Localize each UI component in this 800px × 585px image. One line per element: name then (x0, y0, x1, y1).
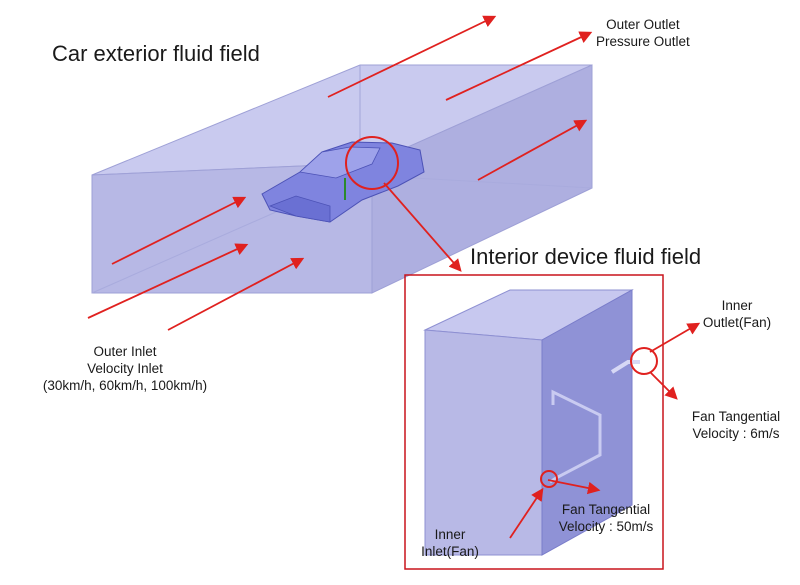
interior-frame (404, 274, 664, 570)
fan-tangential-6-label: Fan Tangential Velocity : 6m/s (691, 409, 781, 441)
outlet-flow-arrows (327, 15, 593, 181)
inlet-fan-circle (540, 470, 558, 488)
interior-flow-arrows (509, 322, 701, 539)
car-model (261, 141, 425, 223)
exterior-title: Car exterior fluid field (52, 41, 260, 66)
interior-title: Interior device fluid field (470, 244, 702, 269)
outer-outlet-label: Outer Outlet Pressure Outlet (596, 17, 690, 49)
fan-tangential-50-label: Fan Tangential Velocity : 50m/s (558, 502, 654, 534)
inner-inlet-label: Inner Inlet(Fan) (421, 527, 479, 559)
inlet-flow-arrows (87, 196, 305, 331)
interior-pointer-arrow (383, 182, 462, 272)
outlet-fan-circle (630, 347, 658, 375)
car-highlight-circle (345, 136, 399, 190)
interior-fluid-box (423, 289, 640, 556)
inner-outlet-label: Inner Outlet(Fan) (702, 298, 772, 330)
outer-inlet-label: Outer Inlet Velocity Inlet (30km/h, 60km… (42, 344, 208, 393)
